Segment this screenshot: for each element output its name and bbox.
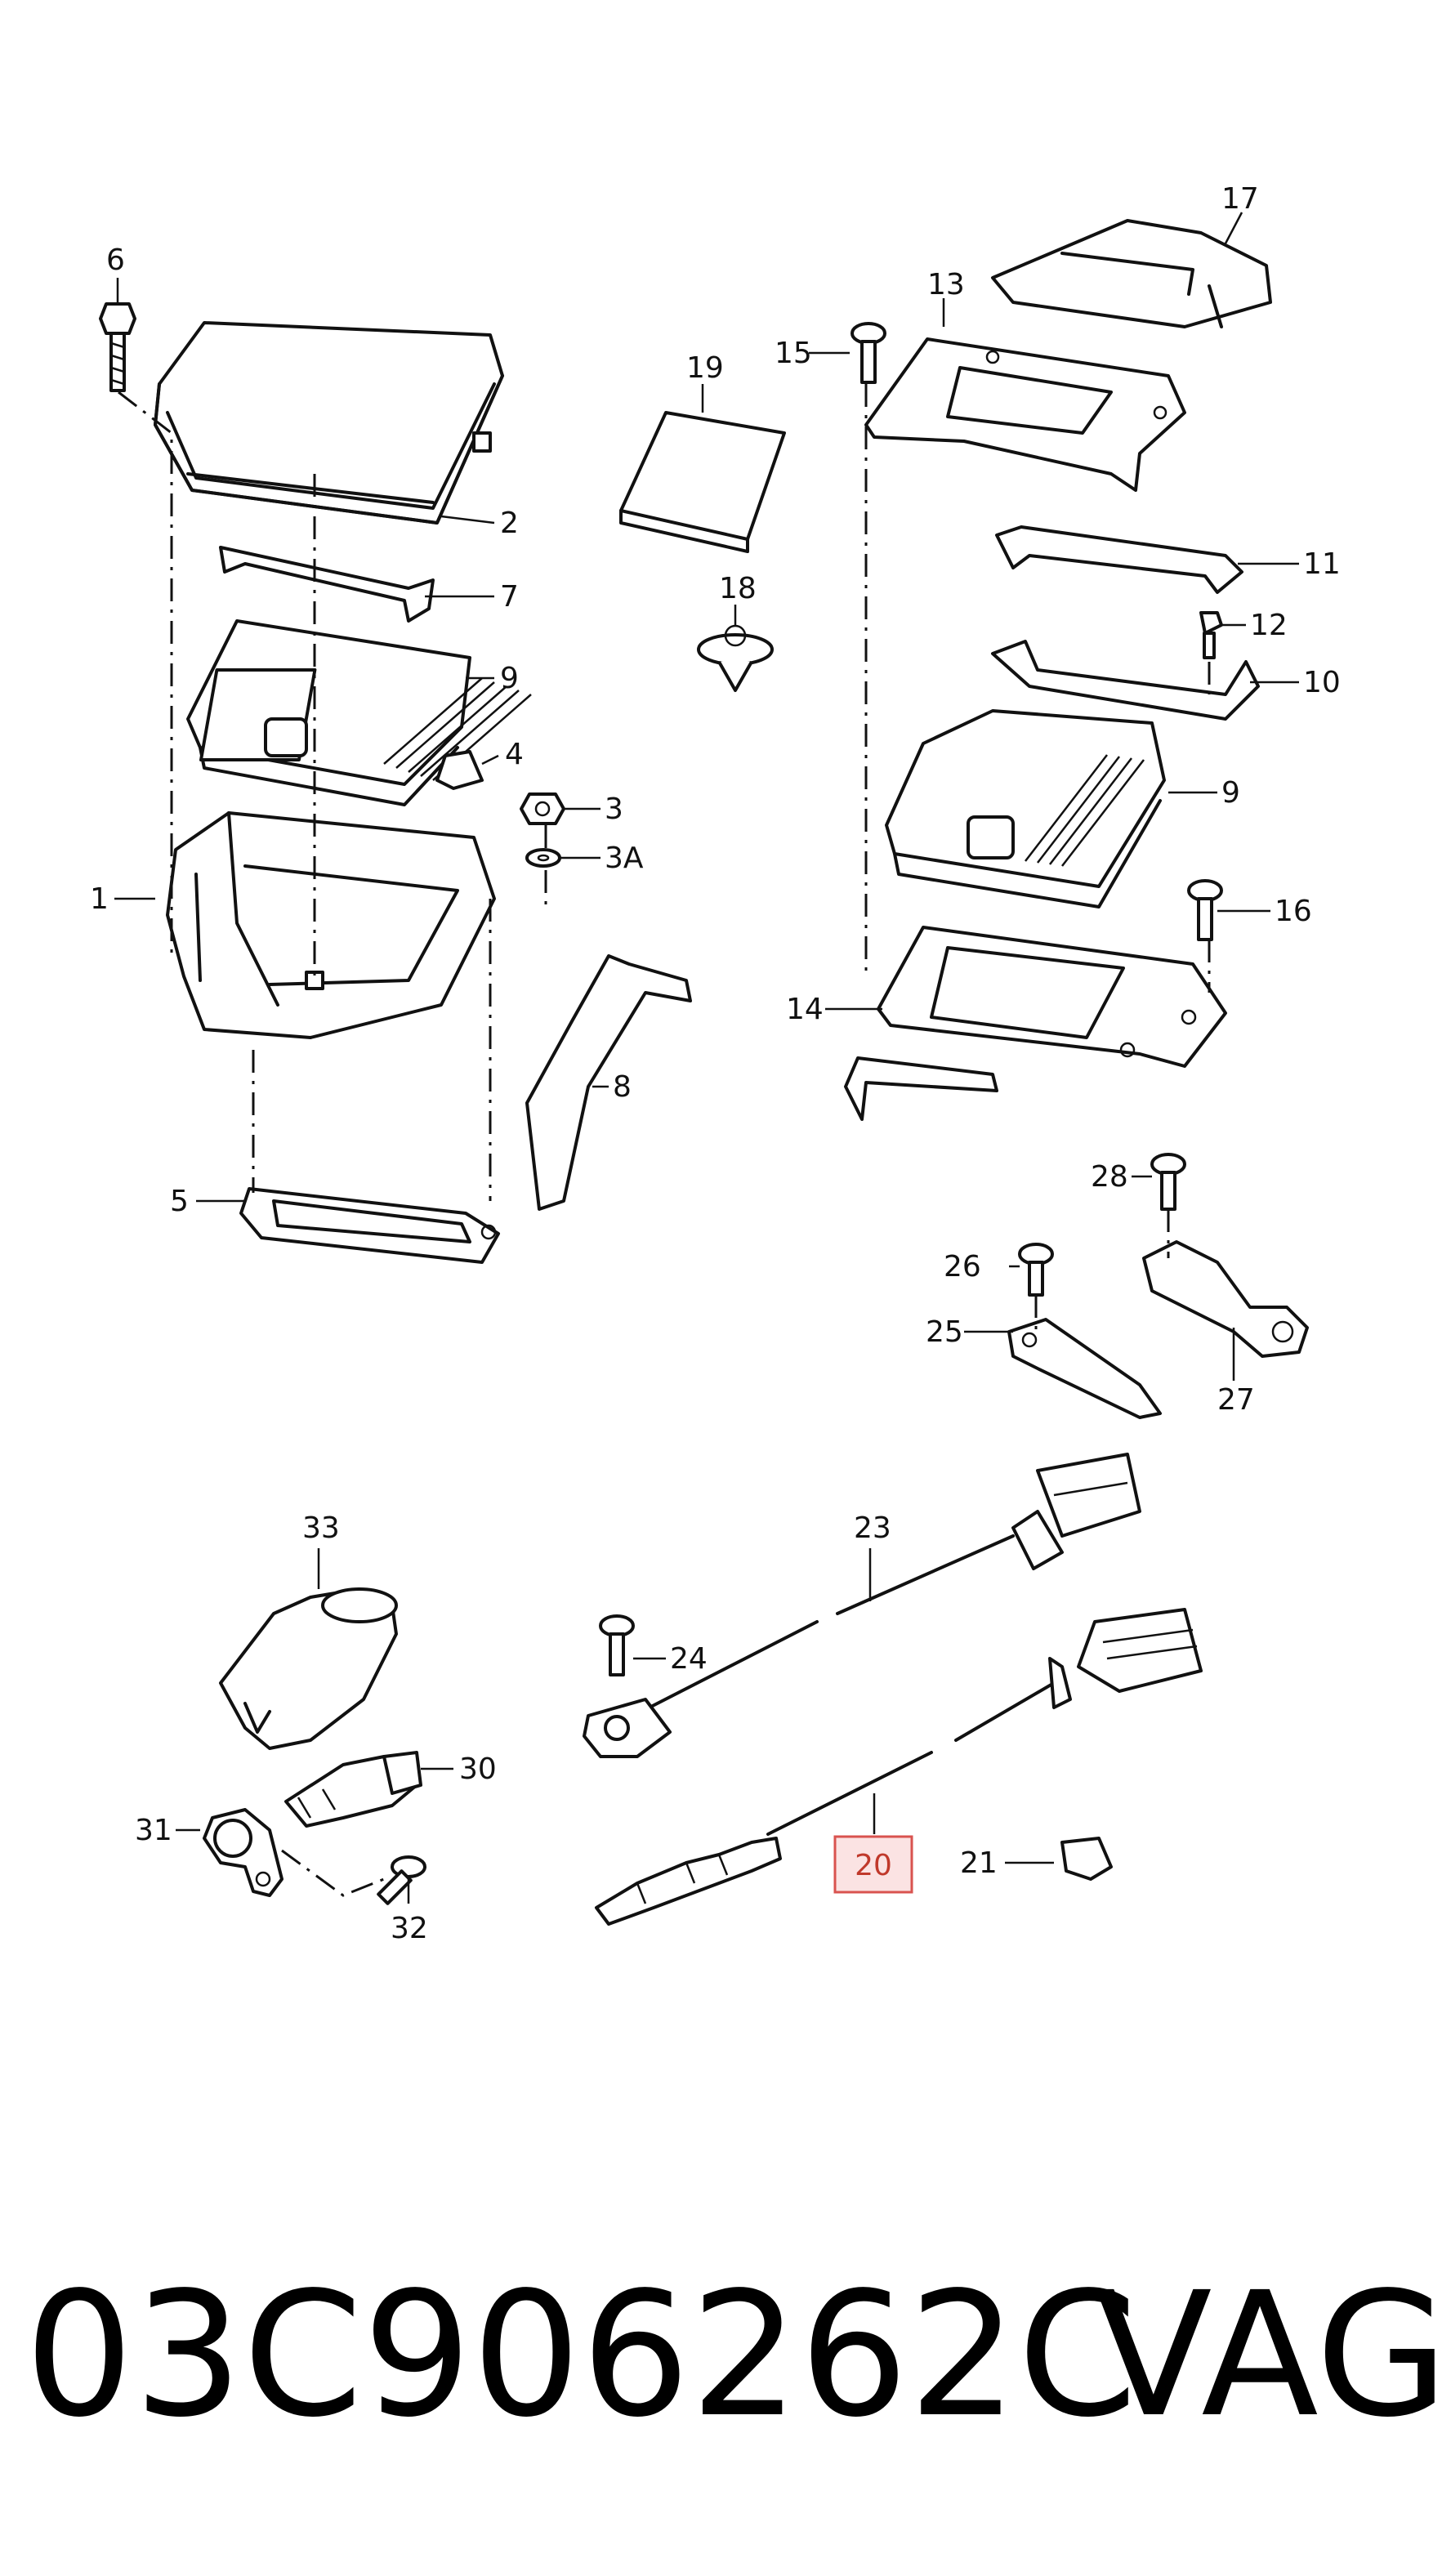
callout-14: 14: [786, 993, 824, 1026]
part-bracket-27: [1142, 1240, 1309, 1358]
part-screw-28: [1150, 1153, 1186, 1211]
footer: 03C906262C VAG: [25, 2255, 1449, 2455]
callout-3: 3: [605, 792, 623, 826]
callout-24: 24: [670, 1642, 708, 1676]
part-bracket-11: [995, 525, 1243, 594]
cable-sensor-assembly: [583, 1453, 1203, 1926]
part-card-19: [619, 411, 786, 553]
callout-19: 19: [686, 351, 724, 385]
part-screw-24: [599, 1614, 635, 1676]
leader-lines: [114, 212, 1299, 1904]
callout-labels: 6 2 7 9 4 3 3A 1 8 5 17 13 15 19 18 11 1…: [90, 182, 1341, 1945]
part-control-unit-left: [186, 619, 532, 806]
callout-4: 4: [505, 738, 524, 771]
callout-33: 33: [302, 1511, 340, 1545]
callout-2: 2: [500, 507, 519, 540]
callout-6: 6: [106, 243, 125, 277]
part-bracket-10: [991, 640, 1260, 721]
part-4: [435, 750, 484, 790]
callout-1: 1: [90, 882, 109, 916]
part-tray-1: [166, 811, 496, 1039]
callout-5: 5: [170, 1185, 189, 1218]
callout-7: 7: [500, 580, 519, 614]
callout-32: 32: [391, 1912, 428, 1945]
part-nut-3: [520, 792, 565, 825]
part-screw-16: [1187, 879, 1223, 941]
callout-21: 21: [960, 1846, 998, 1880]
callout-12: 12: [1250, 609, 1288, 642]
callout-17: 17: [1221, 182, 1259, 216]
callout-10: 10: [1303, 666, 1341, 699]
part-bracket-7: [219, 546, 435, 623]
part-sensor-31: [203, 1808, 284, 1897]
part-sleeve-33: [219, 1587, 398, 1750]
callout-30: 30: [459, 1752, 497, 1786]
callout-31: 31: [135, 1814, 172, 1847]
callout-23: 23: [854, 1511, 891, 1545]
part-strap-25: [1007, 1318, 1162, 1419]
callout-28: 28: [1091, 1160, 1128, 1194]
part-gasket-5: [239, 1187, 500, 1264]
part-knock-sensor-23: [583, 1453, 1141, 1758]
part-screw-6: [99, 302, 136, 392]
callout-15: 15: [775, 337, 812, 370]
highlighted-callout-20[interactable]: 20: [833, 1835, 913, 1894]
callout-9-left: 9: [500, 662, 519, 695]
part-plate-14: [844, 926, 1227, 1121]
callout-18: 18: [719, 572, 757, 605]
part-cover-17: [991, 219, 1272, 328]
part-bracket-8: [525, 954, 692, 1211]
callout-25: 25: [926, 1315, 963, 1349]
part-clip-18: [697, 624, 774, 692]
sensor-assembly: [203, 1587, 426, 1905]
part-lambda-probe-20: [595, 1608, 1203, 1926]
right-ecu-bracket-assembly: [619, 219, 1272, 1121]
callout-9-right: 9: [1221, 776, 1240, 810]
callout-20: 20: [855, 1849, 892, 1882]
callout-3a: 3A: [605, 842, 644, 875]
part-clip-21: [1060, 1837, 1113, 1881]
callout-16: 16: [1275, 895, 1312, 928]
callout-8: 8: [613, 1070, 632, 1104]
callout-26: 26: [944, 1250, 981, 1284]
part-sensor-30: [284, 1751, 422, 1828]
part-washer-3a: [525, 848, 561, 868]
highlight-box: [833, 1835, 913, 1894]
part-mount-13: [864, 337, 1186, 492]
part-control-unit-right: [885, 709, 1166, 909]
part-screw-15: [851, 322, 886, 384]
callout-13: 13: [927, 268, 965, 301]
earth-strap-assembly: [1007, 1153, 1309, 1419]
part-number: 03C906262C: [25, 2255, 1137, 2455]
callout-27: 27: [1217, 1383, 1255, 1417]
left-ecu-housing-assembly: [99, 302, 692, 1264]
part-screw-26: [1018, 1243, 1054, 1297]
part-cover: [154, 321, 504, 525]
part-screw-32: [377, 1855, 426, 1905]
brand-name: VAG: [1095, 2255, 1449, 2455]
callout-11: 11: [1303, 547, 1341, 581]
part-bolt-12: [1199, 611, 1223, 659]
